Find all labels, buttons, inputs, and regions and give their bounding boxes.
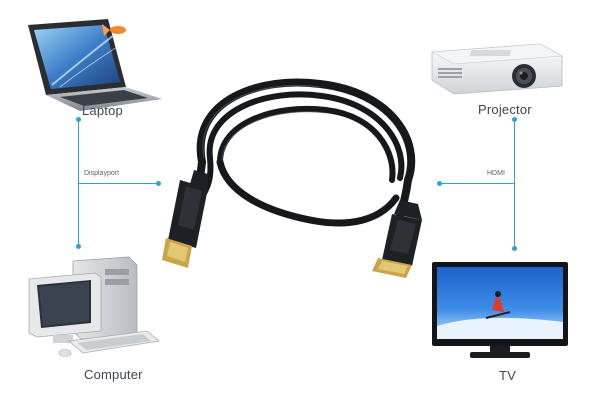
right-top-dot: [512, 117, 517, 122]
laptop-illustration: [28, 19, 162, 111]
tv-illustration: [432, 262, 568, 358]
computer-illustration: [28, 256, 160, 357]
laptop-label: Laptop: [82, 103, 123, 118]
right-horizontal-line: [440, 183, 514, 184]
cable-illustration: [162, 78, 422, 278]
displayport-label: Displayport: [84, 170, 120, 177]
right-vertical-line: [514, 120, 515, 250]
projector-illustration: [430, 43, 564, 95]
left-right-dot: [156, 181, 161, 186]
projector-label: Projector: [478, 102, 532, 117]
left-bottom-dot: [76, 244, 81, 249]
hdmi-plug: [372, 200, 422, 278]
hdmi-label: HDMI: [487, 170, 505, 177]
displayport-plug: [162, 170, 208, 268]
right-left-dot: [437, 181, 442, 186]
right-bottom-dot: [512, 246, 517, 251]
left-top-dot: [76, 117, 81, 122]
computer-label: Computer: [84, 367, 143, 382]
tv-label: TV: [499, 368, 517, 383]
left-horizontal-line: [78, 183, 158, 184]
